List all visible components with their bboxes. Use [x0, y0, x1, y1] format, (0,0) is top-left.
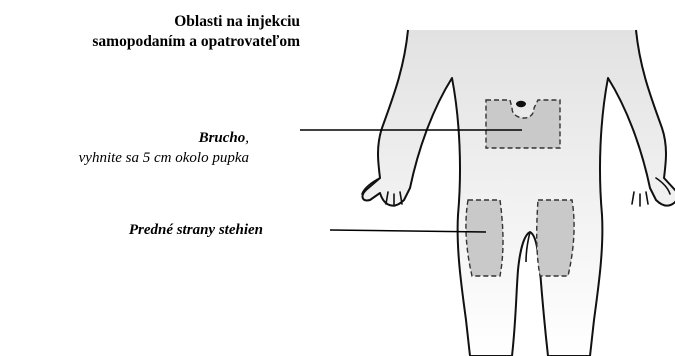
- left-thigh-zone: [466, 200, 503, 276]
- right-thigh-zone: [537, 200, 574, 276]
- body-outline: [363, 30, 675, 356]
- abdomen-note: vyhnite sa 5 cm okolo pupka: [79, 148, 249, 168]
- abdomen-label: Brucho, vyhnite sa 5 cm okolo pupka: [79, 128, 249, 168]
- navel-icon: [516, 101, 526, 107]
- abdomen-label-name: Brucho: [199, 130, 246, 146]
- abdomen-label-comma: ,: [245, 130, 249, 146]
- title-line-2: samopodaním a opatrovateľom: [0, 32, 300, 52]
- figure-title: Oblasti na injekciu samopodaním a opatro…: [0, 12, 300, 52]
- title-line-1: Oblasti na injekciu: [0, 12, 300, 32]
- thighs-label: Predné strany stehien: [129, 220, 263, 240]
